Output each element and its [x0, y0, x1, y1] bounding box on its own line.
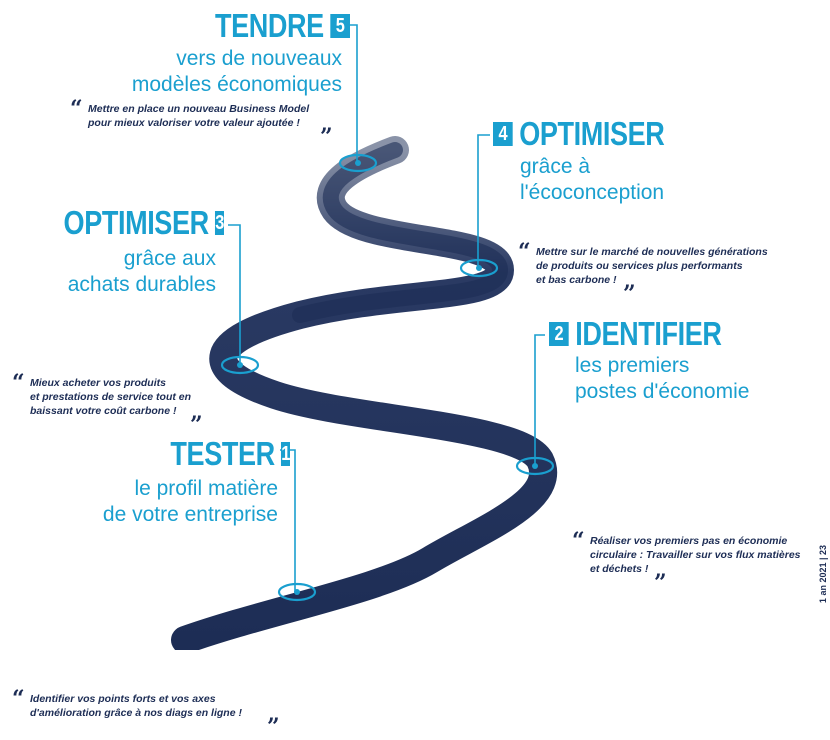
step-2: 2 IDENTIFIER — [549, 316, 759, 352]
step-1: TESTER 1 — [150, 436, 290, 472]
leader-line-4 — [477, 134, 490, 268]
step-5-line2: modèles économiques — [131, 73, 342, 96]
close-quote-icon: ” — [190, 412, 203, 438]
step-3-verb: OPTIMISER — [63, 204, 210, 241]
leader-line-5 — [348, 24, 358, 162]
step-3-line2: achats durables — [67, 273, 216, 296]
open-quote-icon: “ — [572, 528, 585, 554]
step-3-subtitle: grâce aux achats durables — [60, 246, 216, 298]
open-quote-icon: “ — [12, 370, 25, 396]
step-4: 4 OPTIMISER — [493, 116, 702, 152]
step-4-verb: OPTIMISER — [519, 115, 665, 152]
step-5-quote-line1: Mettre en place un nouveau Business Mode… — [88, 103, 310, 115]
step-3-quote: “ Mieux acheter vos produits et prestati… — [12, 372, 830, 436]
step-5: TENDRE 5 — [150, 8, 350, 44]
step-2-number-badge: 2 — [549, 322, 569, 346]
close-quote-icon: ” — [654, 570, 667, 596]
milestone-ring-4 — [459, 258, 499, 278]
step-3-quote-line2: et prestations de service tout en — [30, 391, 192, 403]
step-1-header: TESTER 1 — [170, 436, 290, 472]
step-5-number-badge: 5 — [330, 14, 350, 38]
step-4-quote-line3: et bas carbone ! — [536, 274, 617, 286]
step-1-line2: de votre entreprise — [102, 503, 278, 526]
milestone-ring-5 — [338, 153, 378, 173]
close-quote-icon: ” — [320, 124, 333, 150]
milestone-ring-3 — [220, 355, 260, 375]
step-2-subtitle: les premiers postes d'économie — [575, 353, 749, 405]
close-quote-icon: ” — [267, 714, 280, 740]
open-quote-icon: “ — [12, 686, 25, 712]
step-3-header: OPTIMISER 3 — [64, 205, 225, 241]
step-5-subtitle: vers de nouveaux modèles économiques — [130, 46, 342, 98]
open-quote-icon: “ — [518, 239, 531, 265]
milestone-ring-1 — [277, 582, 317, 602]
leader-line-2 — [534, 334, 545, 465]
step-4-quote: “ Mettre sur le marché de nouvelles géné… — [518, 241, 830, 305]
step-2-quote-line1: Réaliser vos premiers pas en économie — [590, 535, 788, 547]
step-5-quote: “ Mettre en place un nouveau Business Mo… — [70, 98, 830, 148]
step-2-quote: “ Réaliser vos premiers pas en économie … — [572, 530, 830, 594]
close-quote-icon: ” — [623, 281, 636, 307]
step-4-subtitle: grâce à l'écoconception — [520, 154, 664, 206]
step-4-number-badge: 4 — [493, 122, 513, 146]
step-3-quote-line3: baissant votre coût carbone ! — [30, 405, 177, 417]
step-3: OPTIMISER 3 — [38, 205, 225, 241]
step-2-quote-line3: et déchets ! — [590, 563, 649, 575]
step-5-verb: TENDRE — [214, 7, 324, 44]
step-5-header: TENDRE 5 — [186, 8, 350, 44]
step-2-line2: postes d'économie — [575, 380, 750, 403]
step-4-line2: l'écoconception — [520, 181, 665, 204]
step-4-quote-line1: Mettre sur le marché de nouvelles généra… — [536, 246, 768, 258]
open-quote-icon: “ — [70, 96, 83, 122]
step-1-quote: “ Identifier vos points forts et vos axe… — [12, 688, 830, 738]
step-4-line1: grâce à — [520, 155, 591, 178]
step-5-quote-line2: pour mieux valoriser votre valeur ajouté… — [88, 117, 300, 129]
step-4-header: 4 OPTIMISER — [493, 115, 665, 152]
step-3-quote-line1: Mieux acheter vos produits — [30, 377, 166, 389]
step-2-verb: IDENTIFIER — [575, 315, 722, 352]
step-1-verb: TESTER — [170, 435, 275, 472]
step-2-quote-line2: circulaire : Travailler sur vos flux mat… — [590, 549, 801, 561]
step-1-line1: le profil matière — [134, 477, 278, 500]
step-3-line1: grâce aux — [123, 247, 216, 270]
step-1-number-badge: 1 — [281, 442, 290, 466]
step-1-quote-line2: d'amélioration grâce à nos diags en lign… — [30, 707, 242, 719]
step-5-line1: vers de nouveaux — [176, 47, 342, 70]
step-1-subtitle: le profil matière de votre entreprise — [60, 476, 278, 528]
winding-road — [171, 24, 557, 650]
milestone-ring-2 — [515, 456, 555, 476]
side-page-label: 1 an 2021 | 23 — [818, 545, 828, 604]
step-2-header: 2 IDENTIFIER — [549, 315, 722, 352]
step-3-number-badge: 3 — [215, 211, 224, 235]
leader-line-3 — [228, 224, 241, 365]
step-2-line1: les premiers — [575, 354, 690, 377]
step-4-quote-line2: de produits ou services plus performants — [536, 260, 743, 272]
step-1-quote-line1: Identifier vos points forts et vos axes — [30, 693, 216, 705]
